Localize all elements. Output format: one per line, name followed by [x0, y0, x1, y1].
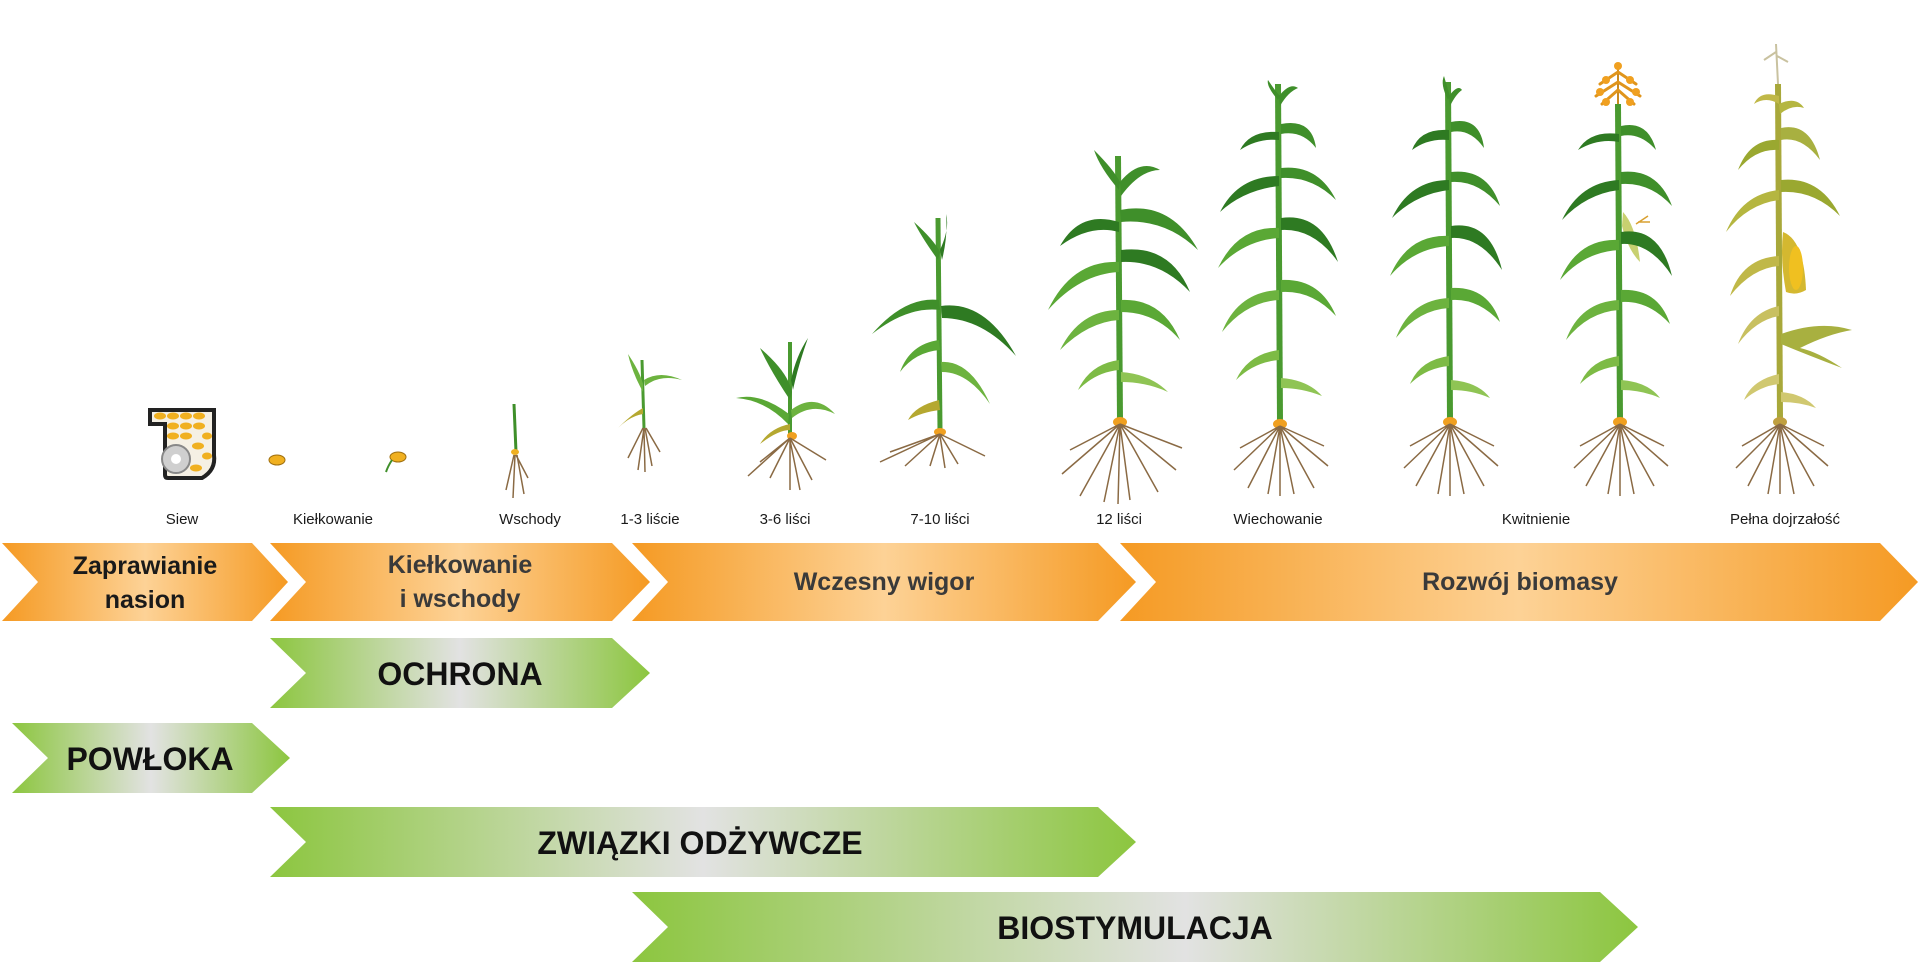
plant-7-10-leaves-icon: [872, 214, 1016, 469]
plant-tassel-silk-icon: [1560, 62, 1672, 496]
phase-arrow-wczesny-wigor: Wczesny wigor: [632, 543, 1136, 621]
seed-drill-icon: [148, 408, 217, 480]
stage-label-7-10-lisci: 7-10 liści: [910, 511, 969, 528]
emergence-sprout-icon: [505, 403, 529, 499]
plant-tasseling-icon: [1218, 80, 1338, 496]
plant-mature-icon: [1726, 43, 1852, 495]
phase-label-kielkowanie-line2: i wschody: [400, 585, 521, 613]
stage-label-1-3-liscie: 1-3 liście: [620, 511, 679, 528]
stage-label-12-lisci: 12 liści: [1096, 511, 1142, 528]
product-label-powloka: POWŁOKA: [66, 741, 233, 777]
phase-label-kielkowanie-line1: Kiełkowanie: [388, 551, 533, 579]
stage-label-kwitnienie: Kwitnienie: [1502, 511, 1570, 528]
product-arrow-powloka: POWŁOKA: [12, 723, 290, 793]
product-label-ochrona: OCHRONA: [377, 656, 542, 692]
seedling-1-3-leaves-icon: [618, 354, 682, 473]
phase-label-rozwoj-biomasy: Rozwój biomasy: [1422, 568, 1618, 596]
product-arrow-ochrona: OCHRONA: [270, 638, 650, 708]
product-label-biostymulacja: BIOSTYMULACJA: [997, 910, 1273, 946]
product-arrows: OCHRONA POWŁOKA ZWIĄZKI ODŻYWCZE BIOSTYM…: [12, 638, 1638, 962]
stage-label-wschody: Wschody: [499, 511, 561, 528]
stage-label-wiechowanie: Wiechowanie: [1233, 511, 1322, 528]
stage-label-siew: Siew: [166, 511, 199, 528]
plant-3-6-leaves-icon: [736, 338, 835, 491]
phase-label-wczesny-wigor: Wczesny wigor: [794, 568, 975, 596]
phase-label-zaprawianie-line1: Zaprawianie: [73, 552, 218, 580]
phase-label-zaprawianie-line2: nasion: [105, 586, 186, 614]
product-arrow-biostymulacja: BIOSTYMULACJA: [632, 892, 1638, 962]
stage-label-3-6-lisci: 3-6 liści: [760, 511, 811, 528]
tassel-icon: [1594, 62, 1642, 106]
product-label-zwiazki-odzywcze: ZWIĄZKI ODŻYWCZE: [537, 825, 862, 861]
stage-label-pelna-dojrzalosc: Pełna dojrzałość: [1730, 511, 1841, 528]
plant-flowering-icon: [1390, 76, 1502, 496]
phase-arrows: Zaprawianie nasion Kiełkowanie i wschody…: [2, 543, 1918, 621]
stage-labels: Siew Kiełkowanie Wschody 1-3 liście 3-6 …: [166, 511, 1841, 528]
seed-icon: [268, 454, 286, 466]
germinating-seed-icon: [385, 451, 407, 473]
plant-12-leaves-icon: [1048, 150, 1198, 505]
plant-illustrations: [148, 43, 1852, 505]
phase-arrow-kielkowanie: Kiełkowanie i wschody: [270, 543, 650, 621]
phase-arrow-rozwoj-biomasy: Rozwój biomasy: [1120, 543, 1918, 621]
product-arrow-zwiazki-odzywcze: ZWIĄZKI ODŻYWCZE: [270, 807, 1136, 877]
phase-arrow-zaprawianie: Zaprawianie nasion: [2, 543, 288, 621]
stage-label-kielkowanie: Kiełkowanie: [293, 511, 373, 528]
